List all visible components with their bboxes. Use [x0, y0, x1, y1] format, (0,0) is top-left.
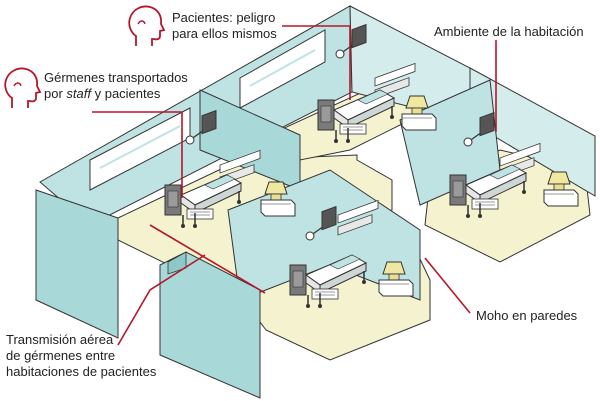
head-profile-icon	[128, 5, 166, 46]
callout-line-air-1	[149, 224, 266, 294]
label-airborne-transmission: Transmisión aérea de gérmenes entre habi…	[6, 332, 156, 380]
label-patient-danger: Pacientes: peligro para ellos mismos	[172, 10, 277, 42]
wall-front-left	[35, 189, 119, 339]
callout-line-air-2	[117, 254, 206, 346]
wall-front-mid	[167, 251, 187, 275]
label-air-line1: Transmisión aérea	[6, 332, 114, 347]
callout-line-germs	[92, 111, 183, 198]
label-germs-line1: Gérmenes transportados	[44, 70, 188, 85]
label-germs-line2: por staff y pacientes	[44, 86, 188, 102]
label-air-line3: habitaciones de pacientes	[6, 364, 157, 379]
callout-line-danger	[282, 25, 351, 100]
label-room-ambient: Ambiente de la habitación	[434, 24, 584, 40]
callout-line-mold	[424, 257, 471, 314]
label-patient-danger-line2: para ellos mismos	[172, 26, 277, 41]
label-ambient-line1: Ambiente de la habitación	[434, 24, 584, 39]
label-germs-line2-pre: por	[44, 86, 67, 101]
label-germs-line2-em: staff	[66, 86, 91, 101]
label-patient-danger-line1: Pacientes: peligro	[172, 10, 276, 25]
label-germs-line2-post: y pacientes	[90, 86, 161, 101]
label-air-line2: de gérmenes entre	[6, 348, 116, 363]
label-germs-transported: Gérmenes transportados por staff y pacie…	[44, 70, 188, 102]
head-profile-icon	[4, 67, 42, 108]
label-wall-mold: Moho en paredes	[476, 308, 577, 324]
label-mold-line1: Moho en paredes	[476, 308, 578, 323]
